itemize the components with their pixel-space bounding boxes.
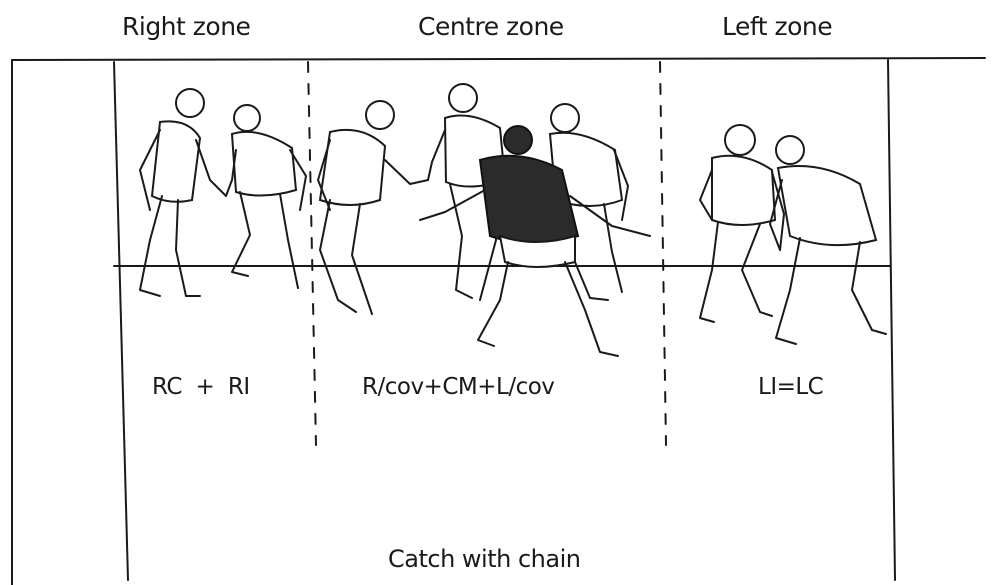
left-zone-formation: LI=LC bbox=[758, 374, 824, 400]
player-ri bbox=[225, 104, 307, 289]
raider bbox=[419, 125, 651, 357]
right-zone-title: Right zone bbox=[122, 12, 251, 41]
player-rc bbox=[139, 88, 227, 297]
diagram-caption: Catch with chain bbox=[388, 545, 581, 573]
player-lc bbox=[769, 135, 887, 345]
player-centre-back bbox=[548, 103, 629, 301]
centre-zone-title: Centre zone bbox=[418, 12, 564, 41]
lobby-line-left bbox=[113, 61, 129, 581]
centre-zone-formation: R/cov+CM+L/cov bbox=[362, 374, 555, 400]
zone-divider-centre-left bbox=[659, 61, 667, 446]
left-zone-title: Left zone bbox=[722, 12, 833, 41]
right-zone-formation: RC + RI bbox=[152, 374, 250, 400]
court-lines bbox=[11, 57, 986, 585]
court-top-line bbox=[11, 57, 986, 61]
player-li bbox=[699, 124, 785, 323]
player-right-cover bbox=[317, 100, 429, 315]
zone-divider-right-centre bbox=[307, 61, 317, 446]
lobby-line-right bbox=[887, 59, 896, 581]
